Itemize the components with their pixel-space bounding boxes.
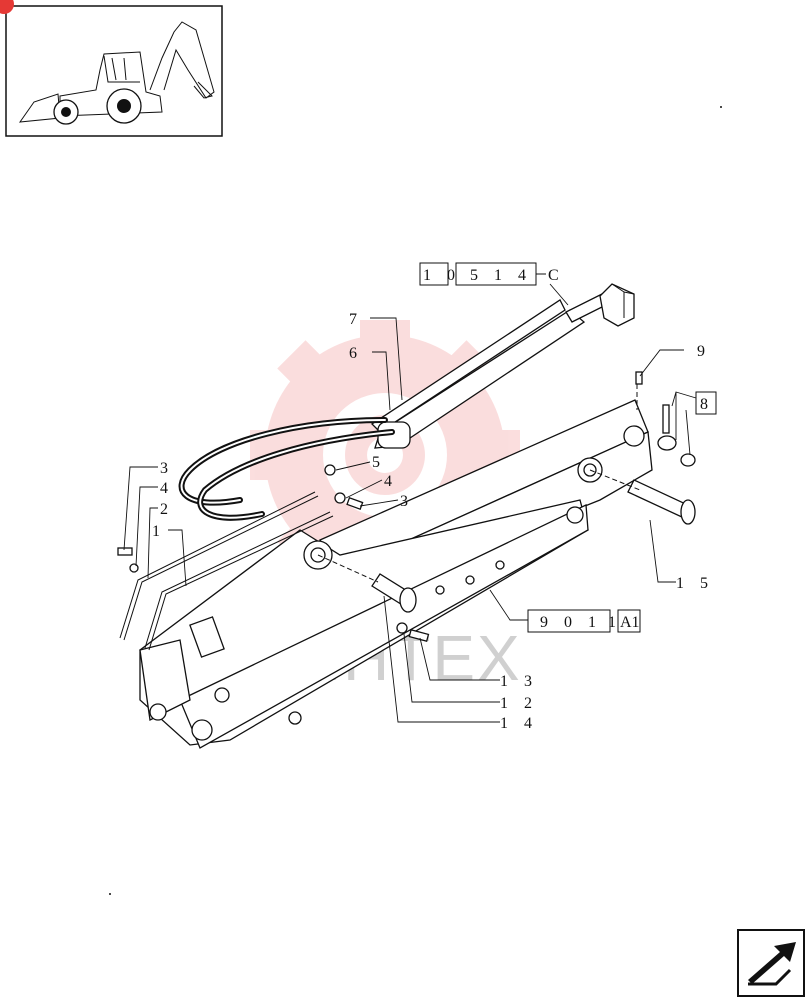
pin-15-axis — [589, 469, 641, 491]
callout-13: 1 3 — [500, 673, 538, 690]
callout-5: 5 — [372, 454, 386, 471]
callout-labels: 7 6 5 4 3 9 8 3 4 2 1 1 5 1 3 1 2 1 4 — [152, 311, 717, 732]
callout-1: 1 — [152, 523, 166, 540]
ref-mid-a: 9 0 1 — [540, 614, 602, 631]
callout-3a: 3 — [400, 493, 414, 510]
main-boom — [139, 499, 589, 749]
stray-dot — [109, 893, 111, 895]
steel-pipes — [119, 491, 334, 651]
callout-15: 1 5 — [676, 575, 714, 592]
ref-top-c: C — [548, 267, 565, 284]
machine-thumbnail — [5, 5, 223, 137]
reference-box-mid: 9 0 1 1 A1 — [489, 589, 641, 633]
ref-mid-c: A1 — [620, 614, 640, 631]
callout-12: 1 2 — [500, 695, 538, 712]
hydraulic-hoses — [178, 417, 395, 521]
next-page-arrow-icon[interactable] — [737, 929, 805, 997]
pin-14-axis — [317, 554, 379, 583]
ref-mid-b: 1 — [608, 614, 622, 631]
ref-top-a: 1 0 — [423, 267, 461, 284]
callout-4a: 4 — [384, 473, 398, 490]
stray-dot — [720, 106, 722, 108]
callout-4b: 4 — [160, 480, 174, 497]
ref-top-b: 5 1 4 — [470, 267, 532, 284]
reference-box-top: 1 0 5 1 4 C — [419, 262, 569, 306]
pin-14 — [371, 573, 417, 613]
thumbnail-badge — [0, 0, 14, 14]
pin-15 — [627, 479, 696, 525]
callout-6: 6 — [349, 345, 363, 362]
callout-14: 1 4 — [500, 715, 538, 732]
callout-9: 9 — [697, 343, 711, 360]
callout-7: 7 — [349, 311, 363, 328]
callout-leaders — [123, 317, 697, 723]
callout-8: 8 — [700, 396, 714, 413]
callout-3b: 3 — [160, 460, 174, 477]
callout-2: 2 — [160, 501, 174, 518]
